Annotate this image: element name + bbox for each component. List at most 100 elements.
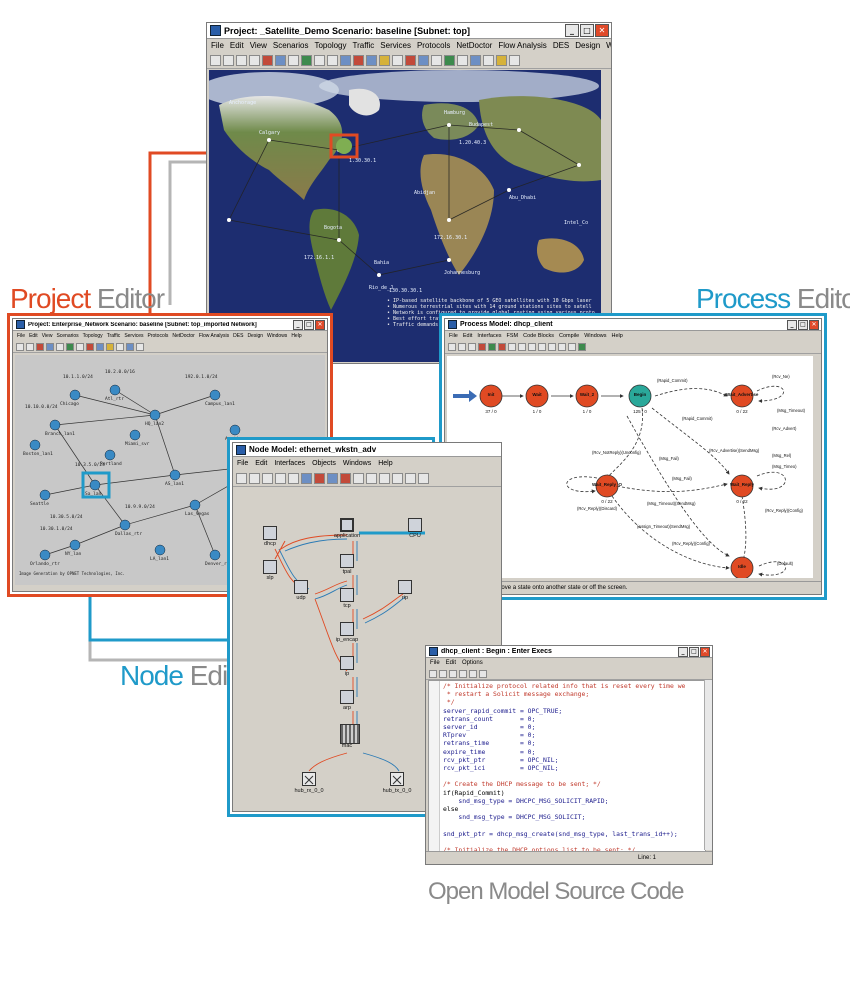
redo-icon[interactable] — [439, 669, 447, 678]
fsm-transition-label[interactable]: (Rcv_Advert) — [772, 426, 797, 431]
module-application[interactable] — [340, 518, 354, 532]
maximize-icon[interactable]: □ — [798, 319, 808, 330]
tool-icon[interactable] — [262, 54, 273, 66]
project-menu-topology[interactable]: Topology — [82, 333, 103, 339]
tool-icon[interactable] — [340, 472, 351, 484]
fsm-transition-label[interactable]: (Rcv_Reply)(Config) — [765, 508, 803, 513]
tool-icon[interactable] — [444, 54, 455, 66]
tool-icon[interactable] — [301, 54, 312, 66]
close-icon[interactable]: ✕ — [595, 24, 609, 37]
satellite-menu-edit[interactable]: Edit — [229, 41, 244, 50]
satellite-menu-services[interactable]: Services — [380, 41, 411, 50]
process-menu-edit[interactable]: Edit — [462, 333, 473, 339]
project-menu-flow-analysis[interactable]: Flow Analysis — [198, 333, 230, 339]
tool-icon[interactable] — [528, 343, 536, 351]
satellite-menu-topology[interactable]: Topology — [314, 41, 347, 50]
code-scrollbar[interactable] — [704, 680, 712, 850]
tool-icon[interactable] — [314, 472, 325, 484]
satellite-menu-des[interactable]: DES — [552, 41, 570, 50]
node-menu-interfaces[interactable]: Interfaces — [274, 460, 306, 467]
process-menu-code-blocks[interactable]: Code Blocks — [523, 333, 555, 339]
zoom-out-icon[interactable] — [327, 54, 338, 66]
fsm-state-name[interactable]: Wait_2 — [579, 392, 595, 397]
project-menu-traffic[interactable]: Traffic — [106, 333, 121, 339]
tool-icon[interactable] — [458, 343, 466, 351]
fsm-state-name[interactable]: Begin — [633, 392, 647, 397]
tool-icon[interactable] — [36, 342, 44, 351]
tool-icon[interactable] — [353, 54, 364, 66]
node-menu-edit[interactable]: Edit — [255, 460, 268, 467]
tool-icon[interactable] — [578, 343, 586, 351]
fsm-transition-label[interactable]: (Assign_Timeout)(SendMsg) — [637, 524, 691, 529]
project-menu-file[interactable]: File — [17, 333, 26, 339]
print-icon[interactable] — [249, 54, 260, 66]
code-editor[interactable]: /* Initialize protocol related info that… — [428, 680, 706, 852]
tool-icon[interactable] — [518, 343, 526, 351]
node-menu-file[interactable]: File — [237, 460, 249, 467]
module-tcp[interactable] — [340, 588, 354, 602]
project-menu-view[interactable]: View — [41, 333, 53, 339]
tool-icon[interactable] — [66, 342, 74, 351]
project-menu-windows[interactable]: Windows — [267, 333, 288, 339]
tool-icon[interactable] — [340, 54, 351, 66]
project-menu-protocols[interactable]: Protocols — [147, 333, 169, 339]
tool-icon[interactable] — [488, 343, 496, 351]
process-menu-help[interactable]: Help — [611, 333, 623, 339]
port-hub-tx-0-0[interactable] — [390, 772, 404, 786]
module-ip[interactable] — [340, 656, 354, 670]
project-menu-edit[interactable]: Edit — [29, 333, 38, 339]
tool-icon[interactable] — [558, 343, 566, 351]
fsm-state-name[interactable]: Idle — [738, 564, 746, 569]
tool-icon[interactable] — [548, 343, 556, 351]
fsm-transition-label[interactable]: (Msg_Timeo) — [772, 464, 797, 469]
module-dhcp[interactable] — [263, 526, 277, 540]
tool-icon[interactable] — [418, 54, 429, 66]
tool-icon[interactable] — [56, 342, 64, 351]
paste-icon[interactable] — [469, 669, 477, 678]
tool-icon[interactable] — [392, 54, 403, 66]
fsm-state-name[interactable]: Init — [487, 392, 495, 397]
process-menu-compile[interactable]: Compile — [559, 333, 580, 339]
tool-icon[interactable] — [136, 342, 144, 351]
tool-icon[interactable] — [478, 343, 486, 351]
minimize-icon[interactable]: _ — [293, 319, 303, 330]
project-menu-scenarios[interactable]: Scenarios — [56, 333, 79, 339]
fsm-transition-label[interactable]: (Msg_Fail) — [659, 456, 679, 461]
tool-icon[interactable] — [353, 472, 364, 484]
tool-icon[interactable] — [249, 472, 260, 484]
tool-icon[interactable] — [379, 54, 390, 66]
tool-icon[interactable] — [327, 472, 338, 484]
module-rip[interactable] — [398, 580, 412, 594]
maximize-icon[interactable]: □ — [580, 24, 594, 37]
tool-icon[interactable] — [288, 472, 299, 484]
process-menu-file[interactable]: File — [449, 333, 458, 339]
tool-icon[interactable] — [405, 472, 416, 484]
tool-icon[interactable] — [468, 343, 476, 351]
minimize-icon[interactable]: _ — [678, 646, 688, 657]
tool-icon[interactable] — [46, 342, 54, 351]
module-slp[interactable] — [263, 560, 277, 574]
fsm-transition-label[interactable]: (Rcv_Reply)(Config) — [672, 541, 710, 546]
zoom-in-icon[interactable] — [314, 54, 325, 66]
tool-icon[interactable] — [405, 54, 416, 66]
satellite-menu-windows[interactable]: Windows — [606, 41, 611, 50]
tool-icon[interactable] — [16, 342, 24, 351]
tool-icon[interactable] — [568, 343, 576, 351]
module-ip-encap[interactable] — [340, 622, 354, 636]
fsm-transition-label[interactable]: (Rcv_Ne) — [772, 374, 790, 379]
source-titlebar[interactable]: dhcp_client : Begin : Enter Execs _□✕ — [426, 646, 712, 658]
tool-icon[interactable] — [106, 342, 114, 351]
tool-icon[interactable] — [275, 472, 286, 484]
new-icon[interactable] — [210, 54, 221, 66]
satellite-menu-file[interactable]: File — [211, 41, 224, 50]
minimize-icon[interactable]: _ — [787, 319, 797, 330]
module-mac[interactable] — [340, 724, 360, 744]
module-CPU[interactable] — [408, 518, 422, 532]
tool-icon[interactable] — [116, 342, 124, 351]
satellite-menu-traffic[interactable]: Traffic — [352, 41, 375, 50]
module-udp[interactable] — [294, 580, 308, 594]
tool-icon[interactable] — [366, 54, 377, 66]
source-menu-options[interactable]: Options — [462, 660, 483, 666]
save-icon[interactable] — [236, 54, 247, 66]
tool-icon[interactable] — [431, 54, 442, 66]
